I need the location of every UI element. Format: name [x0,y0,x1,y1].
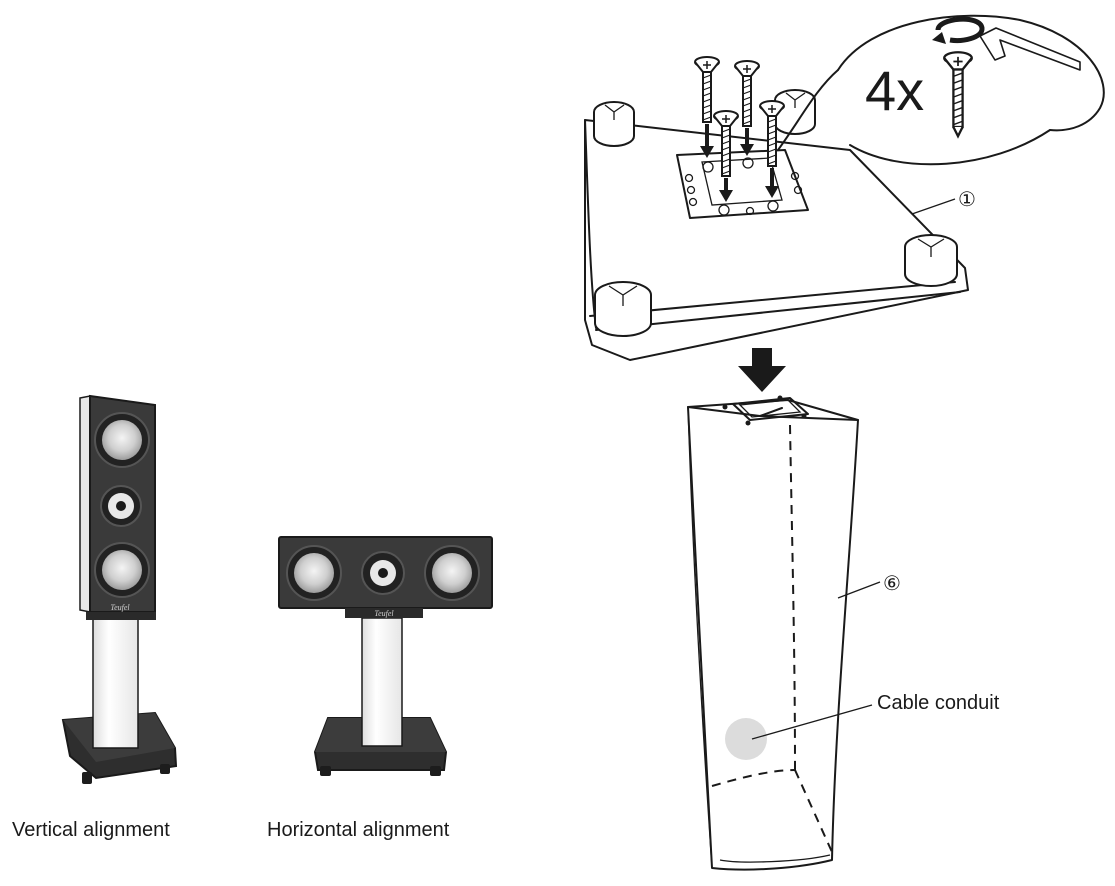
vertical-speaker-illustration: Teufel [61,394,178,784]
vertical-alignment-caption: Vertical alignment [12,819,170,841]
screw-detail-bubble: 4x [777,14,1105,166]
rotate-arrow-icon [932,16,985,44]
hex-key-icon [979,27,1081,71]
screw-count-label: 4x [865,59,924,122]
vertical-brand-badge: Teufel [110,603,130,612]
horizontal-speaker-illustration: Teufel [278,536,493,776]
base-plate-foot [594,281,652,337]
column-callout-number: ⑥ [883,573,901,595]
base-plate-illustration: ① [584,56,976,361]
horizontal-alignment-caption: Horizontal alignment [267,819,450,841]
horizontal-cabinet: Teufel [278,536,493,618]
down-arrow-icon [700,124,779,202]
detail-screw-icon [943,51,973,139]
base-plate-foot [904,234,958,287]
base-plate-callout-number: ① [958,189,976,211]
column-illustration: Cable conduit ⑥ [687,395,1000,871]
vertical-stand-post [92,614,139,749]
base-plate-foot [774,89,816,135]
cable-conduit-label: Cable conduit [877,692,1000,714]
horizontal-stand-post [361,617,403,747]
horizontal-brand-badge: Teufel [374,609,394,618]
vertical-cabinet: Teufel [79,394,156,620]
down-arrow-icon [738,348,786,392]
base-plate-foot [593,101,635,147]
cable-conduit-opening [725,718,767,760]
